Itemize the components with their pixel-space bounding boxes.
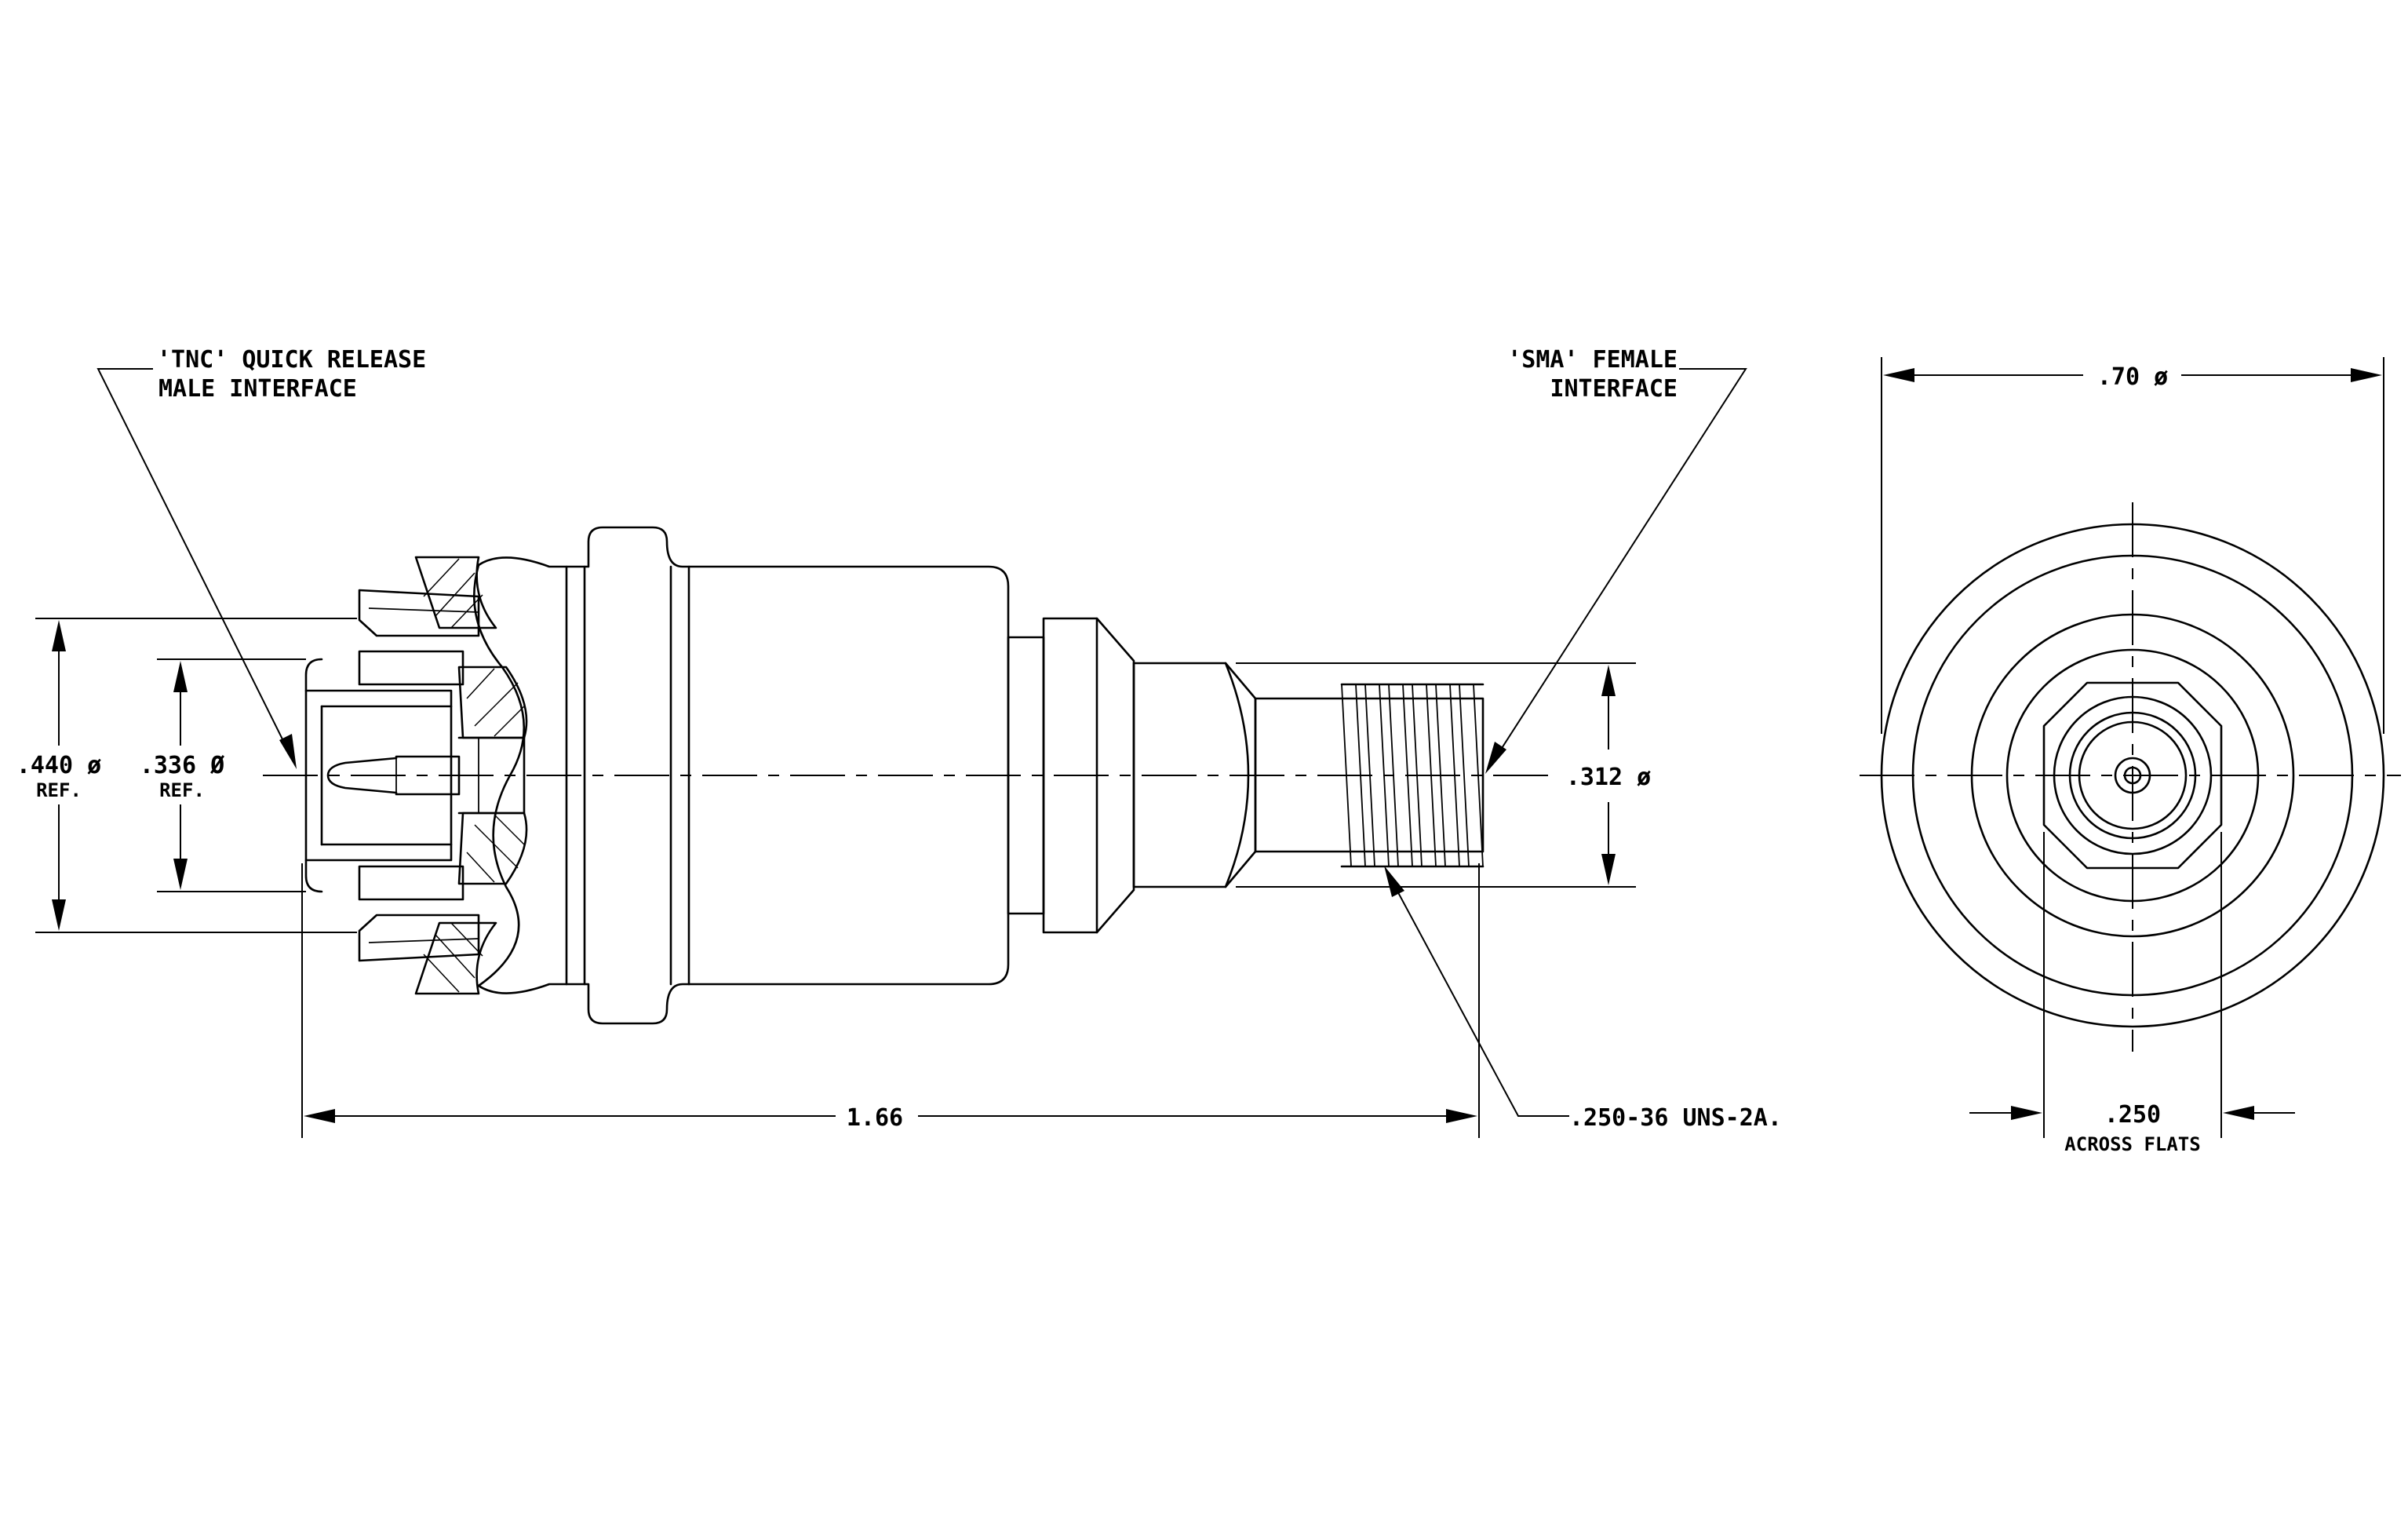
sma-leader bbox=[1485, 368, 1747, 774]
length-label: 1.66 bbox=[847, 1104, 903, 1132]
thread-spec-label: .250-36 UNS-2A. bbox=[1569, 1104, 1782, 1132]
collar bbox=[1007, 617, 1135, 934]
inner-ref-label: REF. bbox=[159, 779, 205, 801]
ring-2 bbox=[1911, 554, 2354, 997]
inner-dia-label: .336 Ø bbox=[140, 752, 224, 779]
hex-flats bbox=[2042, 681, 2223, 870]
side-view bbox=[35, 368, 1747, 1138]
ring-5 bbox=[2053, 695, 2213, 855]
outer-ref-label: REF. bbox=[36, 779, 82, 801]
sma-note-line1: 'SMA' FEMALE bbox=[1507, 346, 1678, 374]
center-contact bbox=[2123, 766, 2142, 785]
outer-circle bbox=[1880, 523, 2385, 1028]
sma-threaded-section bbox=[1254, 683, 1485, 868]
sma-dia-label: .312 ø bbox=[1566, 764, 1651, 791]
ring-7 bbox=[2078, 720, 2188, 830]
ring-8 bbox=[2114, 757, 2151, 794]
hatched-section-top bbox=[414, 556, 528, 739]
tnc-center-pin bbox=[326, 755, 461, 796]
tnc-leader bbox=[97, 368, 297, 769]
ring-4 bbox=[2005, 648, 2260, 903]
tnc-fingers-top bbox=[304, 589, 480, 708]
body-break-line bbox=[473, 564, 526, 987]
hatched-section-bottom bbox=[414, 812, 528, 995]
tnc-note-line1: 'TNC' QUICK RELEASE bbox=[157, 346, 426, 374]
outer-dia-label: .440 ø bbox=[16, 752, 101, 779]
end-view bbox=[1860, 357, 2401, 1138]
tnc-note-line2: MALE INTERFACE bbox=[158, 375, 357, 403]
flats-label: .250 bbox=[2104, 1101, 2161, 1129]
tnc-interface bbox=[304, 689, 526, 862]
sma-note-line2: INTERFACE bbox=[1550, 375, 1678, 403]
body-dia-label: .70 ø bbox=[2097, 363, 2168, 391]
ring-3 bbox=[1970, 613, 2295, 938]
thread-leader bbox=[1384, 866, 1569, 1117]
tnc-fingers-bottom bbox=[304, 843, 480, 962]
flats-note-label: ACROSS FLATS bbox=[2064, 1133, 2200, 1155]
ring-6 bbox=[2068, 711, 2197, 840]
